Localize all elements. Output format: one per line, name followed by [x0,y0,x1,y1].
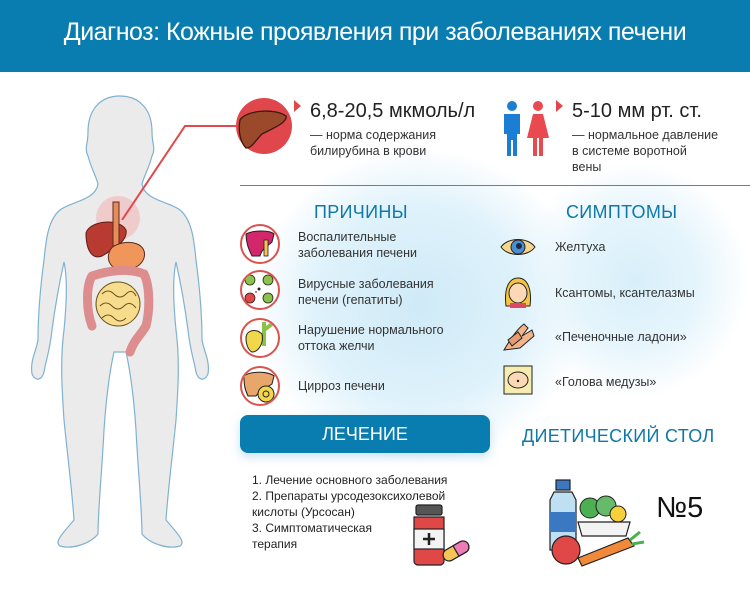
header-banner: Диагноз: Кожные проявления при заболеван… [0,0,750,72]
symptom-item: Желтуха [555,240,606,254]
portal-pressure-value: 5-10 мм рт. ст. [572,100,702,122]
medicine-bottle-icon [413,504,470,566]
healthy-food-icon [549,479,645,567]
cause-item: Вирусные заболевания печени (гепатиты) [298,277,434,307]
causes-title: ПРИЧИНЫ [314,202,408,222]
face-icon [505,277,531,308]
treatment-title: ЛЕЧЕНИЕ [322,424,408,444]
cause-item: Цирроз печени [298,379,385,393]
symptoms-title: СИМПТОМЫ [566,202,678,222]
treatment-list: 1. Лечение основного заболевания 2. Преп… [252,472,512,552]
treatment-line: 3. Симптоматическая [252,521,372,535]
treatment-line: кислоты (Урсосан) [252,505,355,519]
section-divider [240,185,750,186]
bilirubin-value: 6,8-20,5 мкмоль/л [310,100,476,122]
arrow-marker-icon [294,100,301,112]
inflamed-liver-icon [240,224,280,264]
treatment-line: 2. Препараты урсодезоксихолевой [252,489,446,503]
man-woman-icon [504,101,549,156]
belly-icon [503,365,533,395]
hands-icon [503,323,535,351]
pointer-line [121,125,238,220]
portal-pressure-description: — нормальное давление в системе воротной… [572,128,719,174]
arrow-marker-icon [556,100,563,112]
treatment-line: 1. Лечение основного заболевания [252,473,448,487]
background-glow [520,160,750,400]
liver-icon [236,98,292,154]
cause-item: Нарушение нормального оттока желчи [298,323,444,353]
page-title: Диагноз: Кожные проявления при заболеван… [63,18,687,46]
symptom-item: Ксантомы, ксантелазмы [555,286,695,300]
virus-icon [240,270,280,310]
gallbladder-icon [240,318,280,358]
bilirubin-description: — норма содержания билирубина в крови [310,128,437,158]
treatment-header: ЛЕЧЕНИЕ [240,415,490,453]
diet-title: ДИЕТИЧЕСКИЙ СТОЛ [522,426,715,446]
symptom-item: «Печеночные ладони» [555,330,687,344]
symptom-item: «Голова медузы» [555,375,657,389]
diet-number: №5 [656,492,704,524]
cause-item: Воспалительные заболевания печени [298,230,418,260]
human-body-illustration [31,95,209,548]
eye-icon [500,239,536,255]
cirrhosis-liver-icon [240,366,280,406]
treatment-line: терапия [252,537,298,551]
